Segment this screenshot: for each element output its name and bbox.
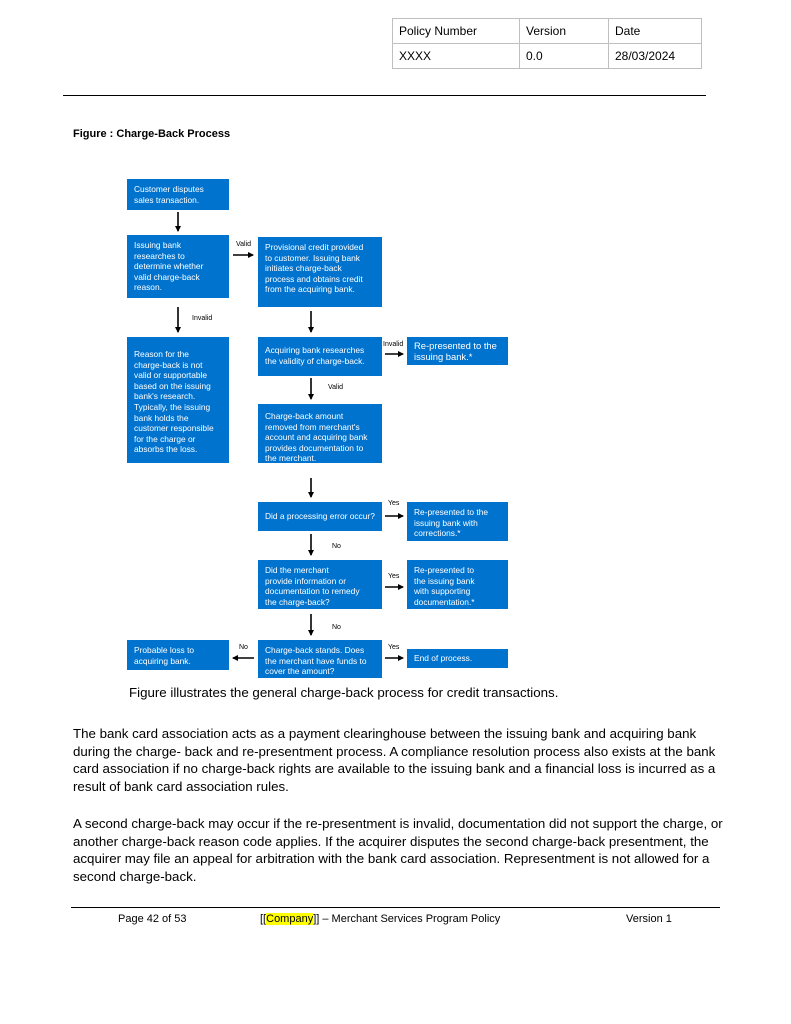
node-reason-invalid: Reason for the charge-back is not valid …: [127, 337, 229, 463]
node-acquiring-researches: Acquiring bank researches the validity o…: [258, 337, 382, 376]
figure-description: Figure illustrates the general charge-ba…: [129, 685, 559, 700]
label-invalid: Invalid: [192, 315, 213, 322]
header-rule: [63, 95, 706, 96]
policy-number-value: XXXX: [392, 43, 520, 69]
label-yes-1: Yes: [388, 500, 400, 507]
node-provisional-credit: Provisional credit provided to customer.…: [258, 237, 382, 307]
node-represented-1: Re-presented to the issuing bank.*: [407, 337, 508, 365]
paragraph-2: A second charge-back may occur if the re…: [73, 816, 723, 884]
node-end-process: End of process.: [407, 649, 508, 668]
document-meta-table: Policy Number Version Date XXXX 0.0 28/0…: [392, 18, 702, 69]
node-merchant-info: Did the merchant provide information or …: [258, 560, 382, 609]
figure-caption: Figure : Charge-Back Process: [73, 128, 231, 140]
footer-title-suffix: ]] – Merchant Services Program Policy: [313, 913, 501, 925]
node-represented-docs: Re-presented to the issuing bank with su…: [407, 560, 508, 609]
label-no-3: No: [239, 644, 248, 651]
policy-number-header: Policy Number: [392, 18, 520, 44]
label-valid-2: Valid: [328, 384, 344, 391]
footer-page-number: Page 42 of 53: [118, 913, 187, 925]
date-value: 28/03/2024: [608, 43, 702, 69]
label-no-2: No: [332, 624, 341, 631]
node-probable-loss: Probable loss to acquiring bank.: [127, 640, 229, 670]
footer-company-placeholder: Company: [266, 913, 314, 925]
meta-value-row: XXXX 0.0 28/03/2024: [392, 43, 702, 69]
footer-rule: [71, 907, 720, 908]
label-valid: Valid: [236, 241, 252, 248]
label-no-1: No: [332, 543, 341, 550]
node-chargeback-stands: Charge-back stands. Does the merchant ha…: [258, 640, 382, 678]
node-issuing-bank-researches: Issuing bank researches to determine whe…: [127, 235, 229, 298]
node-customer-disputes: Customer disputes sales transaction.: [127, 179, 229, 210]
label-yes-3: Yes: [388, 644, 400, 651]
label-yes-2: Yes: [388, 573, 400, 580]
paragraph-1: The bank card association acts as a paym…: [73, 726, 716, 794]
footer-document-title: [[Company]] – Merchant Services Program …: [260, 913, 500, 925]
footer-title-prefix: [[: [260, 913, 267, 925]
node-amount-removed: Charge-back amount removed from merchant…: [258, 404, 382, 463]
meta-header-row: Policy Number Version Date: [392, 18, 702, 44]
footer-version: Version 1: [626, 913, 672, 925]
node-processing-error: Did a processing error occur?: [258, 502, 382, 531]
label-invalid-2: Invalid: [383, 341, 404, 348]
node-represented-corrections: Re-presented to the issuing bank with co…: [407, 502, 508, 541]
version-header: Version: [519, 18, 609, 44]
